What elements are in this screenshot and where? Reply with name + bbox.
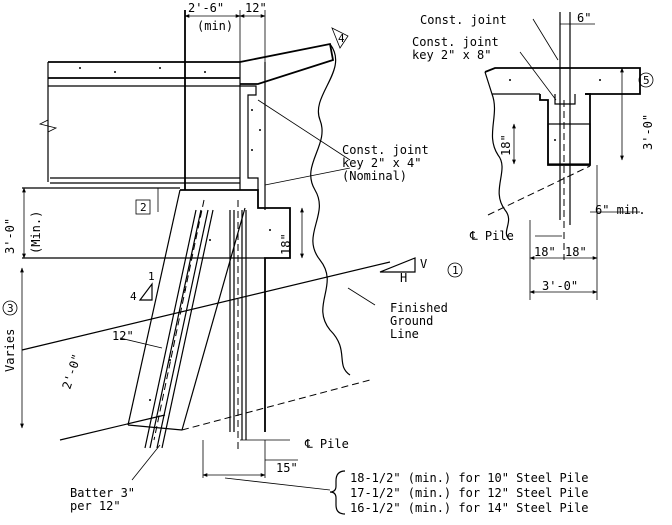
- finished-ground-line2: Ground: [390, 314, 433, 328]
- right-const-joint: Const. joint: [420, 13, 507, 27]
- right-const-joint-key-line1: Const. joint: [412, 35, 499, 49]
- slope-triangle-4-1: [138, 282, 153, 301]
- callout-3-circle: [2, 300, 18, 316]
- slope-v: V: [420, 257, 427, 271]
- callout-2-box: [135, 199, 151, 215]
- dashed-footing-line: [181, 379, 371, 431]
- callout-1: 1: [452, 264, 459, 277]
- batter-leader: [131, 444, 161, 481]
- right-half-width-2: 18": [565, 245, 587, 259]
- dimension-lines: [20, 14, 331, 491]
- abutment-backwall: [180, 10, 291, 432]
- break-line: [310, 43, 351, 376]
- const-joint-key-line1: Const. joint: [342, 143, 429, 157]
- callout-3: 3: [7, 302, 14, 315]
- approach-slab: [239, 42, 335, 85]
- right-key-box: [547, 123, 591, 165]
- vertical-pile: [229, 200, 247, 450]
- right-const-joint-key-line2: key 2" x 8": [412, 48, 491, 62]
- callout-1-circle: [447, 262, 463, 278]
- right-key: [554, 94, 576, 105]
- finished-ground-line3: Line: [390, 327, 419, 341]
- steel-pile-note-3: 16-1/2" (min.) for 14" Steel Pile: [350, 501, 588, 515]
- callout-5: 5: [643, 74, 650, 87]
- right-pile-label: ℄ Pile: [469, 229, 514, 243]
- cap-height-label: 3'-0": [3, 218, 17, 254]
- steel-pile-note-2: 17-1/2" (min.) for 12" Steel Pile: [350, 486, 588, 500]
- battered-pile: [127, 189, 246, 449]
- varies-label: Varies: [3, 329, 17, 372]
- left-annotations: 2'-6" (min) 12" 3'-0" (Min.) Varies 3 2'…: [2, 1, 588, 515]
- right-key-height-label: 18": [499, 134, 513, 156]
- right-dashed-line: [487, 165, 591, 216]
- right-joint-leader: [532, 18, 559, 61]
- steel-pile-brace: [329, 470, 346, 515]
- right-slab-bottom: [484, 71, 540, 95]
- concrete-stipple: [79, 67, 271, 401]
- batter-line1: Batter 3": [70, 486, 135, 500]
- right-break-line: [491, 93, 511, 241]
- top-right-dim: 12": [245, 1, 267, 15]
- top-width-note: (min): [197, 19, 233, 33]
- pile-embed-label: 12": [112, 329, 134, 343]
- stipple: [599, 79, 601, 81]
- left-pile-label: ℄ Pile: [304, 437, 349, 451]
- slope-four: 4: [130, 290, 137, 303]
- right-section-view: [484, 12, 641, 300]
- right-cap: [539, 93, 591, 166]
- slope-triangle-vh: [379, 257, 416, 273]
- varies-depth-label: 2'-0": [60, 352, 84, 391]
- callout-4: 4: [338, 32, 345, 45]
- deck-slab: [38, 61, 240, 184]
- cap-height-note: (Min.): [29, 211, 43, 254]
- top-width-label: 2'-6": [188, 1, 224, 15]
- right-key-leader: [519, 51, 557, 101]
- const-joint-leader-2: [264, 167, 351, 186]
- key-depth-label: 18": [279, 233, 293, 255]
- edge-dist-label: 15": [276, 461, 298, 475]
- stipple: [509, 79, 511, 81]
- callout-4-box: [331, 27, 349, 49]
- finished-ground-line1: Finished: [390, 301, 448, 315]
- right-min-dim: 6" min.: [595, 203, 646, 217]
- const-joint-key-line3: (Nominal): [342, 169, 407, 183]
- right-top-dim: 6": [577, 11, 591, 25]
- callout-5-circle: [638, 72, 654, 88]
- const-joint-leader-1: [257, 99, 351, 161]
- pile-slope-line: [59, 414, 166, 441]
- slope-one: 1: [148, 270, 155, 283]
- const-joint-key-line2: key 2" x 4": [342, 156, 421, 170]
- right-half-width-1: 18": [534, 245, 556, 259]
- finished-ground-line: [21, 261, 391, 351]
- stipple: [554, 139, 556, 141]
- right-annotations: Const. joint Const. joint key 2" x 8" 6"…: [412, 11, 655, 293]
- left-section-view: [20, 10, 416, 491]
- callout-2: 2: [140, 201, 147, 214]
- right-total-width: 3'-0": [542, 279, 578, 293]
- ground-leader: [347, 287, 376, 306]
- batter-line2: per 12": [70, 499, 121, 513]
- right-slab: [484, 67, 641, 95]
- right-height-label: 3'-0": [641, 114, 655, 150]
- slope-h: H: [400, 271, 407, 285]
- steel-pile-note-1: 18-1/2" (min.) for 10" Steel Pile: [350, 471, 588, 485]
